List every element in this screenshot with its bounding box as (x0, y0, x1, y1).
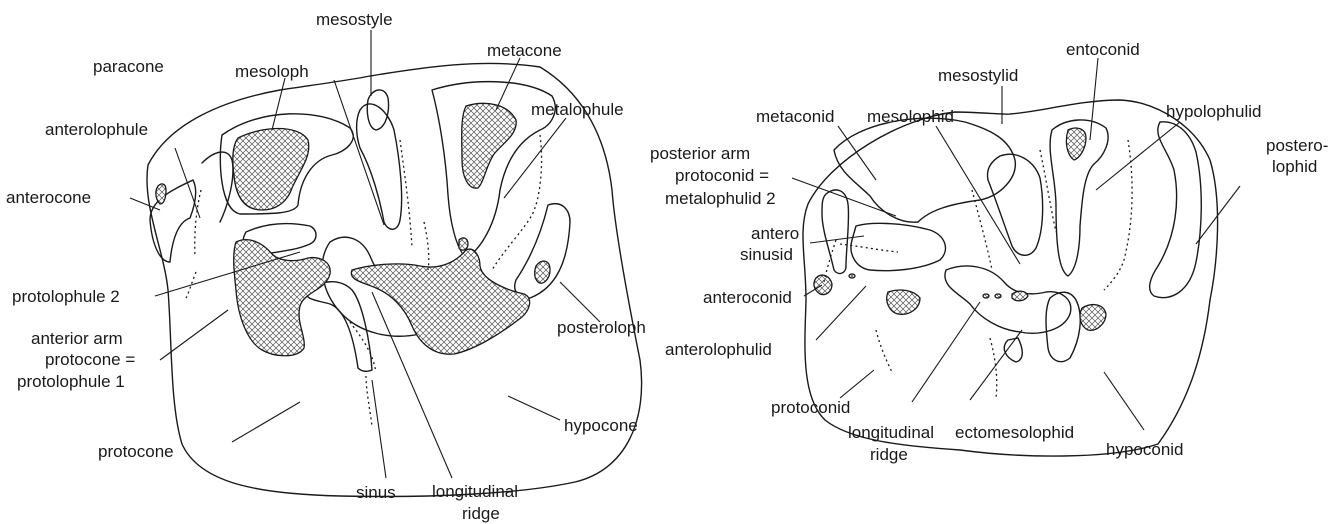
label-metalophule: metalophule (531, 100, 624, 119)
lower-small-dentine-1 (1012, 291, 1028, 301)
label-posterior-arm-2: protoconid = (675, 166, 769, 185)
upper-dotted-4 (424, 222, 429, 270)
upper-metacone-dentine (462, 103, 517, 188)
label-anterolophulid: anterolophulid (665, 340, 772, 359)
label-posterolophid-2: lophid (1272, 157, 1317, 176)
lower-protoconid-dentine (887, 290, 920, 314)
label-anterolophule: anterolophule (45, 120, 148, 139)
upper-dotted-7 (366, 376, 372, 426)
label-mesostyle: mesostyle (316, 10, 393, 29)
upper-small-dentine-2 (535, 261, 550, 283)
label-antero-sinusid-2: sinusid (740, 245, 793, 264)
label-mesostylid: mesostylid (938, 66, 1018, 85)
label-metacone: metacone (487, 41, 562, 60)
upper-anterolophule-fold (202, 152, 233, 222)
label-longitudinal-ridge-upper-1: longitudinal (432, 482, 518, 501)
lower-central-fold (945, 266, 1071, 333)
upper-small-dentine-1 (459, 238, 468, 250)
lower-hypolophulid-fold (1150, 122, 1202, 298)
label-entoconid: entoconid (1066, 40, 1140, 59)
upper-paracone-dentine (233, 129, 309, 211)
lower-anteroconid-dentine (814, 275, 832, 294)
lower-small-dentine-4 (995, 294, 1001, 298)
lower-antero-sinusid-fold (851, 223, 945, 270)
lower-dotted-5 (876, 330, 892, 372)
lower-molar-labels: entoconid mesostylid metaconid mesolophi… (650, 40, 1328, 464)
upper-hypocone-dentine (351, 249, 529, 354)
label-mesoloph: mesoloph (235, 62, 309, 81)
label-anterior-arm-2: protocone = (45, 350, 135, 369)
label-anteroconid: anteroconid (703, 288, 792, 307)
label-posterolophid-1: postero- (1266, 136, 1328, 155)
lower-dotted-1 (824, 240, 836, 282)
lower-anterior-arm-fold (822, 190, 849, 274)
label-anterior-arm-1: anterior arm (31, 329, 123, 348)
label-metaconid: metaconid (756, 107, 834, 126)
label-posterior-arm-3: metalophulid 2 (665, 189, 776, 208)
label-hypolophulid: hypolophulid (1166, 102, 1261, 121)
label-protoconid: protoconid (771, 398, 850, 417)
label-hypocone: hypocone (564, 416, 638, 435)
label-protocone: protocone (98, 442, 174, 461)
lower-entoconid-dentine (1066, 128, 1086, 160)
label-mesolophid: mesolophid (867, 107, 954, 126)
label-longitudinal-ridge-upper-2: ridge (462, 504, 500, 523)
label-longitudinal-ridge-lower-2: ridge (870, 445, 908, 464)
upper-dotted-5 (492, 135, 542, 270)
label-posteroloph: posteroloph (557, 318, 646, 337)
label-paracone: paracone (93, 57, 164, 76)
lower-dotted-4 (1104, 140, 1132, 290)
label-anterocone: anterocone (6, 188, 91, 207)
upper-anterocone-dentine (156, 184, 166, 204)
lower-small-dentine-2 (849, 274, 855, 278)
label-antero-sinusid-1: antero (751, 224, 799, 243)
lower-small-dentine-3 (983, 294, 989, 298)
label-anterior-arm-3: protolophule 1 (17, 372, 125, 391)
lower-dotted-7 (840, 244, 898, 252)
lower-molar-outline (803, 100, 1218, 456)
label-longitudinal-ridge-lower-1: longitudinal (848, 423, 934, 442)
upper-leader-lines (130, 30, 600, 478)
label-protolophule-2: protolophule 2 (12, 287, 120, 306)
lower-hypoconid-fold (1046, 292, 1080, 361)
label-sinus: sinus (356, 483, 396, 502)
label-posterior-arm-1: posterior arm (650, 144, 750, 163)
label-hypoconid: hypoconid (1106, 440, 1184, 459)
upper-sinus-fold (306, 282, 372, 372)
label-ectomesolophid: ectomesolophid (955, 423, 1074, 442)
lower-hypoconid-dentine (1080, 305, 1106, 331)
